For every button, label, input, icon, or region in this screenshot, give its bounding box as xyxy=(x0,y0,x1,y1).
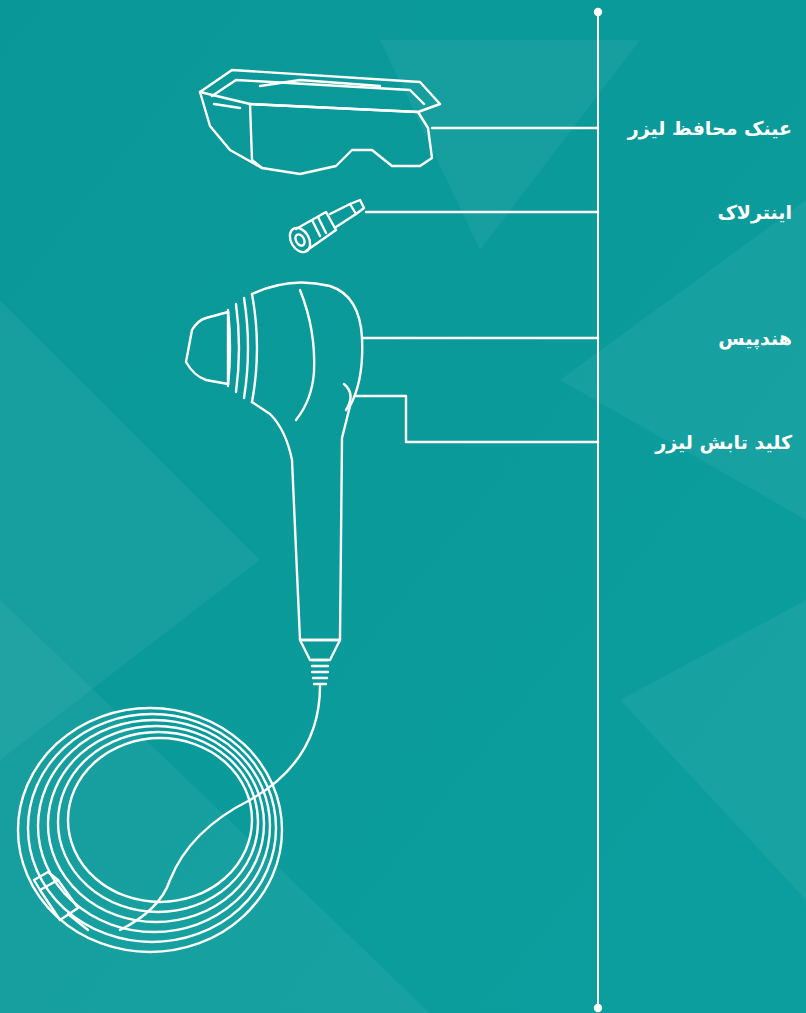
rule-dot xyxy=(595,9,601,15)
interlock-plug xyxy=(286,200,364,256)
cable-connector xyxy=(34,872,88,930)
part-label: کلید تابش لیزر xyxy=(655,431,792,454)
leader-bracket xyxy=(356,396,598,442)
handpiece xyxy=(120,282,362,930)
leader-line xyxy=(366,211,598,213)
rule-dot xyxy=(595,1005,601,1011)
coil-ring xyxy=(58,732,258,912)
leader-line xyxy=(432,127,598,129)
trigger-key xyxy=(344,384,351,410)
cable-coil xyxy=(18,708,282,952)
coil-ring xyxy=(68,738,252,902)
part-label: عینک محافظ لیزر xyxy=(628,117,792,140)
part-label: اینترلاک xyxy=(717,201,792,224)
leader-line xyxy=(362,337,598,339)
coil-ring xyxy=(18,708,282,952)
coil-ring xyxy=(38,720,270,932)
coil-ring xyxy=(28,714,276,942)
vertical-rule xyxy=(597,12,599,1008)
part-label: هندپیس xyxy=(718,327,792,350)
background-triangles xyxy=(0,40,806,1013)
coil-ring xyxy=(48,726,264,922)
laser-goggles xyxy=(200,70,440,174)
